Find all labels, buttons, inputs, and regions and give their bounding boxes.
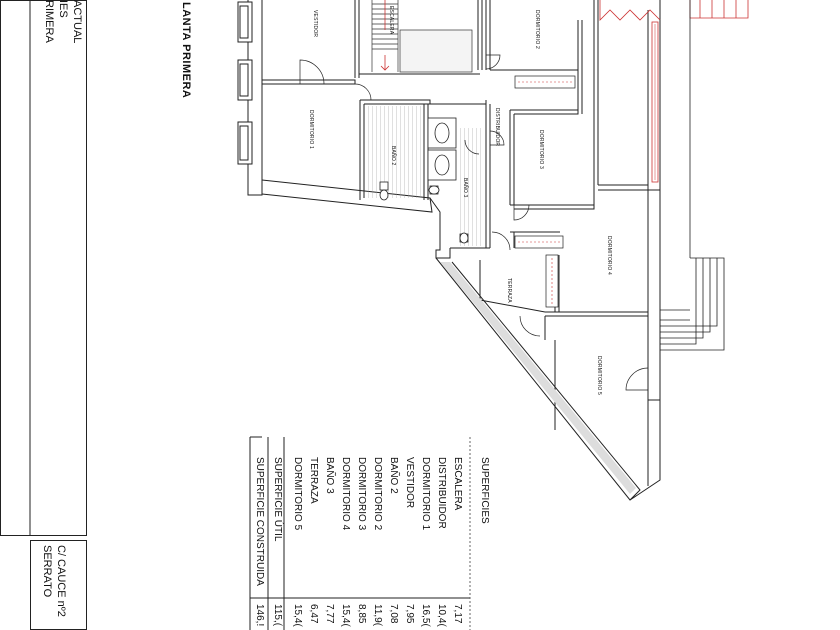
room-label-bano-3: BAÑO 3 — [462, 178, 468, 198]
surface-label: SUPERFICIE ÚTIL — [272, 457, 283, 542]
surface-value: 15,4( — [292, 604, 303, 627]
bath-3-floor — [458, 128, 484, 246]
room-label-distribuidor: DISTRIBUIDOR — [494, 108, 500, 147]
surface-value: 7,17 — [452, 604, 463, 624]
surface-label: SUPERFICIE CONSTRUIDA — [254, 457, 265, 586]
room-label-dormitorio-2: DORMITORIO 2 — [534, 10, 540, 49]
doors — [299, 54, 649, 391]
surface-value: 16,5( — [420, 604, 431, 627]
surface-label: BAÑO 2 — [388, 457, 399, 494]
room-label-bano-2: BAÑO 2 — [390, 146, 396, 166]
bath-2-floor — [365, 106, 423, 198]
surfaces-table-frame — [249, 436, 471, 630]
surface-label: DORMITORIO 2 — [372, 457, 383, 531]
surface-value: 7,95 — [404, 604, 415, 624]
surface-label: TERRAZA — [308, 457, 319, 504]
surface-label: VESTIDOR — [404, 457, 415, 509]
stair — [371, 0, 473, 73]
upper-railing — [599, 0, 749, 21]
surface-label: DORMITORIO 1 — [420, 457, 431, 531]
surface-value: 11,9( — [372, 604, 383, 627]
room-label-dormitorio-1: DORMITORIO 1 — [308, 110, 314, 149]
room-label-escalera: ESCALERA — [388, 6, 394, 35]
room-label-dormitorio-4: DORMITORIO 4 — [606, 236, 612, 275]
surface-value: 115,( — [272, 604, 283, 627]
surface-value: 7,08 — [388, 604, 399, 624]
surface-value: 15,4( — [340, 604, 351, 627]
surface-label: BAÑO 3 — [324, 457, 335, 494]
surface-value: 10,4( — [436, 604, 447, 627]
surfaces-header: SUPERFICIES — [479, 457, 490, 524]
right-glazing — [651, 21, 659, 183]
room-label-dormitorio-5: DORMITORIO 5 — [596, 356, 602, 395]
surface-label: DORMITORIO 5 — [292, 457, 303, 531]
surface-label: DORMITORIO 4 — [340, 457, 351, 531]
room-label-dormitorio-3: DORMITORIO 3 — [538, 130, 544, 169]
surface-label: DISTRIBUIDOR — [436, 457, 447, 529]
surface-label: ESCALERA — [452, 457, 463, 511]
room-label-vestidor: VESTIDOR — [312, 10, 318, 38]
surface-value: 8,85 — [356, 604, 367, 624]
surface-value: 146,! — [254, 604, 265, 627]
surface-label: DORMITORIO 3 — [356, 457, 367, 531]
wardrobes — [514, 75, 576, 308]
room-label-terraza: TERRAZA — [506, 278, 512, 303]
surface-value: 6,47 — [308, 604, 319, 624]
exterior-stair — [660, 257, 725, 351]
surface-value: 7,77 — [324, 604, 335, 624]
left-windows — [237, 1, 253, 165]
